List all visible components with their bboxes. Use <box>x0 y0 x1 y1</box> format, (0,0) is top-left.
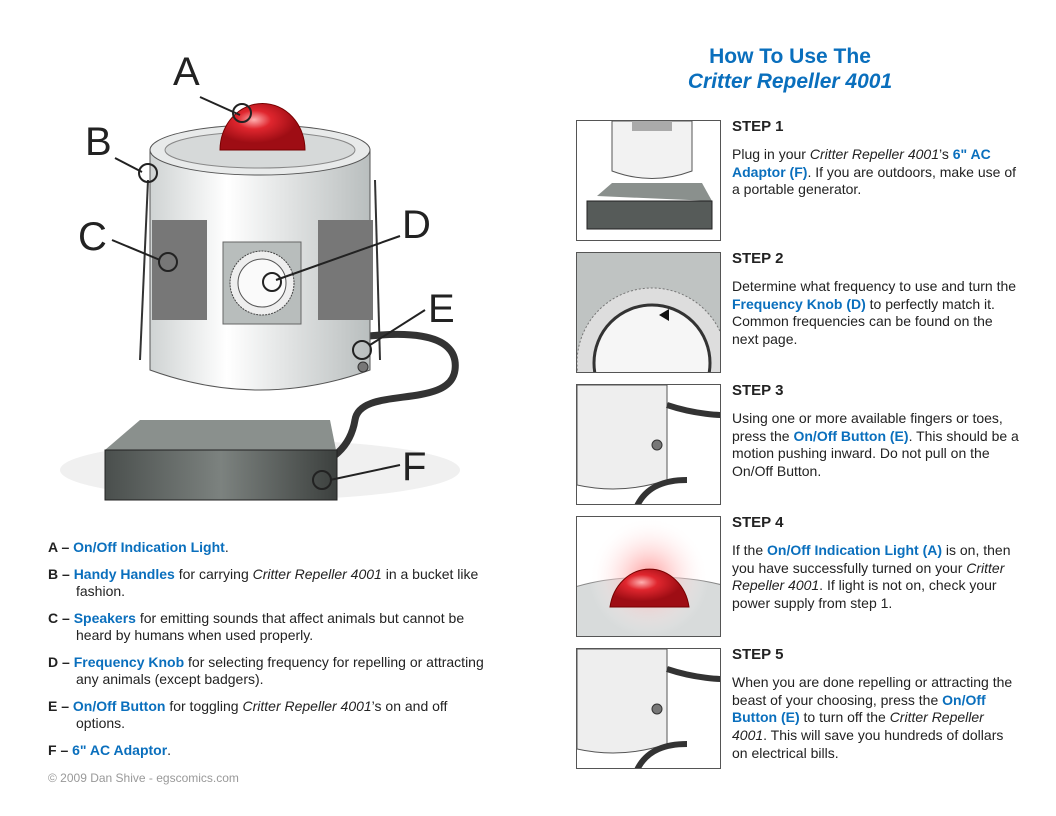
legend-item-d: D – Frequency Knob for selecting frequen… <box>48 654 488 688</box>
text-segment: Critter Repeller 4001 <box>732 709 984 744</box>
step-2: STEP 2 Determine what frequency to use an… <box>576 250 1036 374</box>
step-heading: STEP 1 <box>732 118 784 135</box>
highlighted-term: 6" AC Adaptor <box>72 742 168 758</box>
text-segment: E – <box>48 698 73 714</box>
highlighted-term: Frequency Knob <box>73 654 185 670</box>
text-segment: If the <box>732 542 768 558</box>
page-title: How To Use The Critter Repeller 4001 <box>640 44 940 94</box>
text-segment: to turn off the <box>799 709 890 726</box>
callout-e: E <box>428 287 455 331</box>
text-segment: Critter Repeller 4001 <box>252 566 382 582</box>
text-segment: . <box>167 742 172 758</box>
callout-c: C <box>78 215 107 259</box>
step-5: STEP 5 When you are done repelling or att… <box>576 646 1036 770</box>
legend-item-f: F – 6" AC Adaptor. <box>48 742 488 759</box>
text-segment: for emitting sounds that affect animals … <box>76 610 465 643</box>
step-body: If the On/Off Indication Light (A) is on… <box>732 542 1022 613</box>
step-1: STEP 1 Plug in your Critter Repeller 4001… <box>576 118 1036 242</box>
text-segment: B – <box>48 566 74 582</box>
text-segment: Using one or more available fingers or t… <box>732 410 1003 444</box>
step-heading: STEP 5 <box>732 646 784 663</box>
legend-item-a: A – On/Off Indication Light. <box>48 539 488 556</box>
step-3: STEP 3 Using one or more available finger… <box>576 382 1036 506</box>
highlighted-term: On/Off Button (E) <box>793 427 909 444</box>
step-5-image <box>576 648 721 769</box>
step-1-image <box>576 120 721 241</box>
step-heading: STEP 3 <box>732 382 784 399</box>
text-segment: in a bucket like fashion. <box>76 566 479 599</box>
callout-d: D <box>402 203 431 247</box>
highlighted-term: On/Off Indication Light <box>73 539 225 555</box>
highlighted-term: On/Off Indication Light (A) <box>767 542 942 558</box>
step-body: Determine what frequency to use and turn… <box>732 278 1022 349</box>
callout-a: A <box>173 50 200 94</box>
text-segment: D – <box>48 654 74 670</box>
text-segment: ’s <box>939 146 953 162</box>
step-heading: STEP 4 <box>732 514 784 531</box>
highlighted-term: On/Off Button (E) <box>732 691 986 726</box>
highlighted-term: Handy Handles <box>73 566 175 582</box>
text-segment: Critter Repeller 4001 <box>732 559 1005 594</box>
copyright: © 2009 Dan Shive - egscomics.com <box>48 771 239 785</box>
highlighted-term: Speakers <box>73 610 136 626</box>
callout-b: B <box>85 120 112 164</box>
text-segment: . <box>224 539 229 555</box>
step-body: When you are done repelling or attractin… <box>732 674 1022 763</box>
text-segment: F – <box>48 742 73 758</box>
callout-f: F <box>402 445 426 489</box>
text-segment: C – <box>48 610 74 626</box>
text-segment: for selecting frequency for repelling or… <box>76 654 484 687</box>
step-2-image <box>576 252 721 373</box>
highlighted-term: Frequency Knob (D) <box>732 295 866 312</box>
legend-item-e: E – On/Off Button for toggling Critter R… <box>48 698 488 732</box>
text-segment: to perfectly match it. Common frequencie… <box>732 295 995 348</box>
step-4-image <box>576 516 721 637</box>
text-segment: A – <box>48 539 74 555</box>
text-segment: Determine what frequency to use and turn… <box>732 278 1017 294</box>
step-heading: STEP 2 <box>732 250 784 267</box>
title-line-1: How To Use The <box>709 45 871 68</box>
text-segment: Critter Repeller 4001 <box>242 698 372 714</box>
legend-item-b: B – Handy Handles for carrying Critter R… <box>48 566 488 600</box>
highlighted-term: 6" AC Adaptor (F) <box>732 146 991 180</box>
text-segment: ’s on and off options. <box>76 698 448 731</box>
text-segment: . If you are outdoors, make use of a por… <box>732 163 1016 198</box>
text-segment: Plug in your <box>732 146 810 162</box>
product-illustration: A B C D E F <box>40 40 480 510</box>
title-line-2: Critter Repeller 4001 <box>687 70 893 93</box>
highlighted-term: On/Off Button <box>72 698 166 714</box>
text-segment: When you are done repelling or attractin… <box>732 674 1013 708</box>
step-body: Using one or more available fingers or t… <box>732 410 1022 481</box>
text-segment: is on, then you have successfully turned… <box>732 542 1011 576</box>
step-3-image <box>576 384 721 505</box>
text-segment: . If light is not on, check your power s… <box>732 577 997 612</box>
step-4: STEP 4 If the On/Off Indication Light (A)… <box>576 514 1036 638</box>
legend-item-c: C – Speakers for emitting sounds that af… <box>48 610 488 644</box>
text-segment: Critter Repeller 4001 <box>809 146 939 162</box>
text-segment: for carrying <box>174 566 253 582</box>
text-segment: . This should be a motion pushing inward… <box>732 427 1019 480</box>
step-body: Plug in your Critter Repeller 4001’s 6" … <box>732 146 1022 199</box>
parts-legend: A – On/Off Indication Light. B – Handy H… <box>48 539 488 769</box>
text-segment: for toggling <box>165 698 243 714</box>
text-segment: . This will save you hundreds of dollars… <box>732 727 1004 761</box>
